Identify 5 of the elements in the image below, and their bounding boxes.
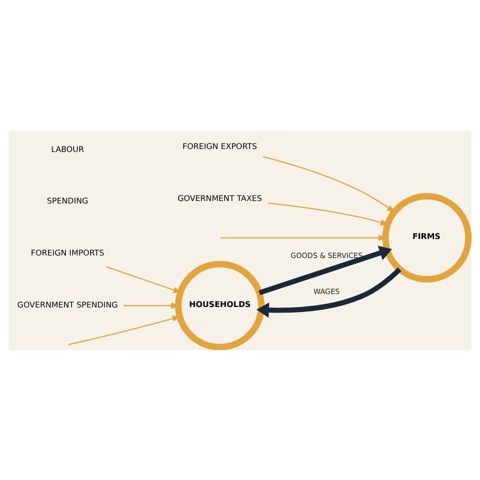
arrow	[258, 245, 392, 295]
arrow	[262, 156, 396, 212]
edge-label: GOODS & SERVICES	[290, 250, 363, 260]
arrow	[256, 266, 402, 318]
edge-label: WAGES	[313, 286, 340, 296]
